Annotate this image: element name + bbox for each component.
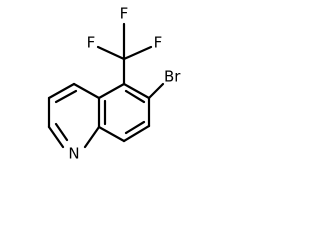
- bond-c-f-left: [96, 45, 126, 61]
- bond-c6-br: [147, 82, 165, 100]
- double-bond-c4-c3: [54, 89, 78, 104]
- bond-n1-c8a: [83, 125, 101, 149]
- bond-c5-c6: [122, 82, 151, 100]
- bromine-label: Br: [164, 68, 181, 86]
- fluorine-left-label: F: [87, 34, 96, 52]
- chemical-structure: F F F Br N: [47, 5, 181, 163]
- double-bond-c7-c8: [124, 120, 146, 135]
- bond-c4a-c4: [72, 82, 101, 100]
- bond-c7-c8: [122, 124, 151, 143]
- fluorine-top-label: F: [120, 5, 129, 23]
- double-bond-c5-c6: [124, 89, 146, 104]
- atom-labels: F F F Br N: [68, 5, 181, 163]
- bond-c8-c8a: [97, 125, 126, 143]
- bond-c2-n1: [47, 125, 65, 149]
- bond-c4a-c5: [97, 82, 126, 100]
- bond-c4-c3: [47, 82, 76, 100]
- fluorine-right-label: F: [154, 34, 163, 52]
- nitrogen-label: N: [68, 145, 79, 163]
- quinoline-bonds: [47, 82, 151, 149]
- bond-c-f-right: [122, 45, 153, 61]
- double-bond-c2-n1: [54, 122, 69, 142]
- substituent-bonds: [96, 22, 165, 100]
